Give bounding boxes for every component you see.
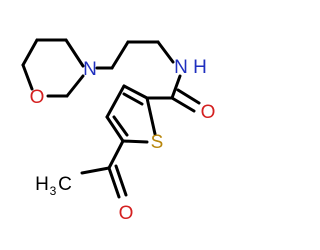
atom-label-ketone-o: O bbox=[119, 203, 134, 224]
bond-carbonyl-methyl bbox=[80, 166, 111, 175]
bond-c3-c4-ring bbox=[105, 84, 126, 119]
atom-label-sulfur: S bbox=[151, 132, 164, 153]
bond-c2-c3-ring-inner bbox=[122, 92, 144, 106]
bond-c2-c3-ring bbox=[122, 84, 149, 100]
bond-c-c-left bbox=[21, 38, 39, 67]
atom-label-ring-o: O bbox=[30, 87, 45, 108]
molecule-canvas: N O N H S O O H 3 C bbox=[21, 38, 216, 225]
bond-s-c2 bbox=[145, 96, 157, 136]
bond-ketone-o-1 bbox=[107, 166, 121, 199]
bond-carbonyl-o-2 bbox=[176, 88, 201, 105]
bond-ring-carbonyl bbox=[107, 139, 125, 170]
amide-group bbox=[145, 74, 201, 113]
bond-carbonyl-o-1 bbox=[170, 96, 196, 113]
bond-c5-s bbox=[121, 139, 149, 144]
bond-nh-carbonyl bbox=[170, 74, 182, 100]
atom-label-amide-o: O bbox=[201, 102, 216, 123]
bond-c1-c2 bbox=[110, 40, 130, 70]
atom-label-methyl-c: C bbox=[58, 174, 72, 195]
atom-label-methyl-subscript: 3 bbox=[50, 184, 57, 198]
thiophene-ring bbox=[105, 84, 157, 144]
atom-label-amide-h: H bbox=[193, 57, 207, 78]
acetyl-group bbox=[80, 139, 128, 199]
bond-c-o-left bbox=[21, 63, 34, 91]
structure-diagram: N O N H S O O H 3 C bbox=[21, 38, 216, 224]
bond-c4-c5-ring-inner bbox=[112, 115, 129, 137]
morpholine-ring bbox=[21, 38, 85, 98]
bond-c3-nh bbox=[156, 40, 175, 64]
propyl-chain bbox=[95, 40, 175, 70]
atom-label-amide-n: N bbox=[174, 57, 188, 78]
atom-label-amine-n: N bbox=[83, 59, 97, 80]
bond-ketone-o-2 bbox=[114, 164, 128, 197]
bond-c-n-lower bbox=[65, 74, 85, 98]
bond-c4-c5-ring bbox=[105, 115, 125, 143]
atom-label-methyl-h: H bbox=[35, 174, 49, 195]
bond-n-c-upper bbox=[64, 38, 85, 68]
